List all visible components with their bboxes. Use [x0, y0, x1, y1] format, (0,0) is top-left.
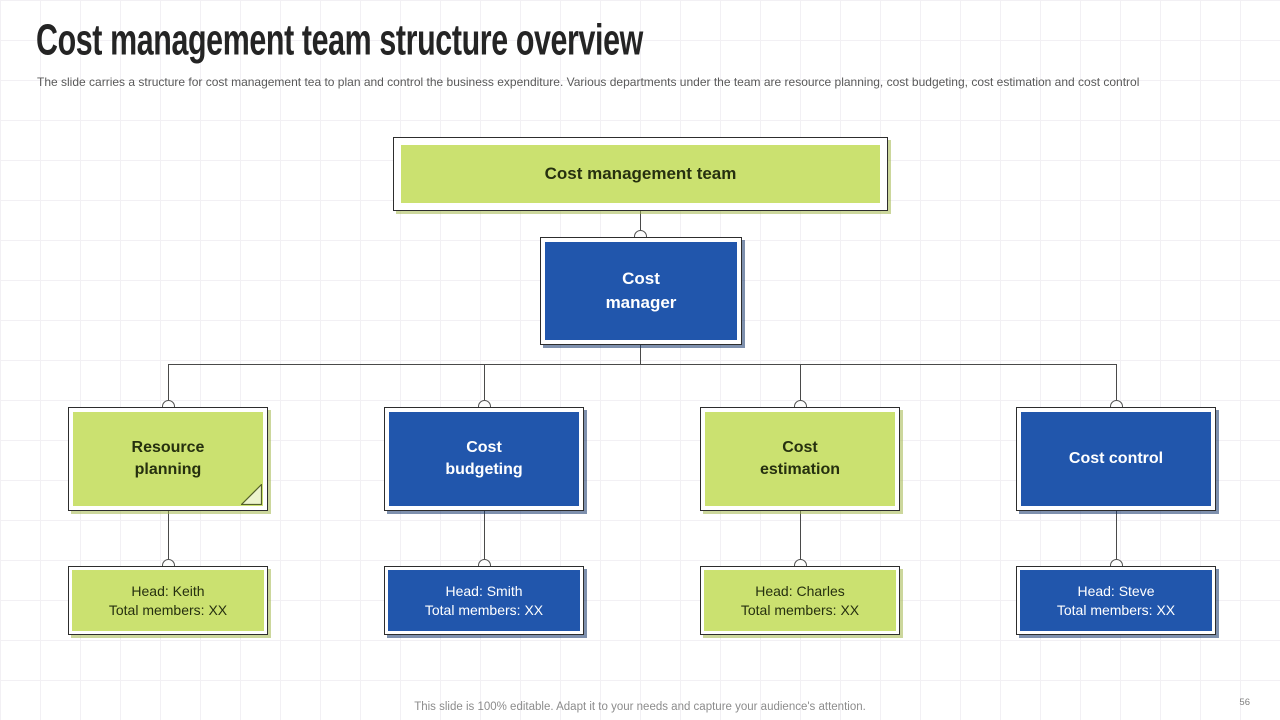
org-node-label: Resource planning — [131, 438, 205, 478]
page-number: 56 — [1239, 697, 1250, 708]
org-node-head-smith: Head: Smith Total members: XX — [384, 566, 584, 635]
folded-corner-icon — [241, 484, 262, 505]
connector-line — [640, 211, 641, 230]
org-node-resource-planning: Resource planning — [68, 407, 268, 511]
org-node-cost-manager: Cost manager — [540, 237, 742, 345]
connector-line — [484, 511, 485, 559]
connector-line — [1116, 364, 1117, 400]
org-node-cost-management-team: Cost management team — [393, 137, 888, 211]
org-node-label: Cost estimation — [759, 438, 840, 478]
org-node-label: Head: Steve Total members: XX — [1056, 582, 1176, 618]
org-node-label: Cost manager — [605, 269, 677, 312]
connector-line — [800, 511, 801, 559]
org-node-label: Head: Smith Total members: XX — [424, 582, 544, 618]
org-node-head-steve: Head: Steve Total members: XX — [1016, 566, 1216, 635]
org-node-fill: Head: Smith Total members: XX — [388, 570, 580, 631]
connector-line — [640, 345, 641, 364]
connector-line — [800, 364, 801, 400]
org-node-fill: Head: Keith Total members: XX — [72, 570, 264, 631]
org-node-fill: Cost manager — [545, 242, 737, 340]
org-node-head-keith: Head: Keith Total members: XX — [68, 566, 268, 635]
org-node-label: Head: Keith Total members: XX — [108, 582, 228, 618]
org-node-label: Cost management team — [544, 164, 737, 184]
org-node-cost-control: Cost control — [1016, 407, 1216, 511]
page-subtitle: The slide carries a structure for cost m… — [37, 75, 1140, 89]
org-node-fill: Cost management team — [401, 145, 880, 203]
page-title: Cost management team structure overview — [36, 16, 643, 65]
connector-line — [168, 511, 169, 559]
org-node-fill: Head: Steve Total members: XX — [1020, 570, 1212, 631]
org-node-fill: Cost estimation — [705, 412, 895, 506]
org-node-label: Cost budgeting — [445, 438, 523, 478]
connector-line — [168, 364, 1116, 365]
org-node-cost-budgeting: Cost budgeting — [384, 407, 584, 511]
org-node-cost-estimation: Cost estimation — [700, 407, 900, 511]
connector-line — [1116, 511, 1117, 559]
org-node-fill: Cost control — [1021, 412, 1211, 506]
org-node-label: Head: Charles Total members: XX — [740, 582, 860, 618]
org-node-fill: Head: Charles Total members: XX — [704, 570, 896, 631]
org-node-head-charles: Head: Charles Total members: XX — [700, 566, 900, 635]
connector-line — [168, 364, 169, 400]
org-node-fill: Resource planning — [73, 412, 263, 506]
footer-note: This slide is 100% editable. Adapt it to… — [414, 701, 866, 713]
connector-line — [484, 364, 485, 400]
org-node-fill: Cost budgeting — [389, 412, 579, 506]
org-node-label: Cost control — [1068, 449, 1164, 467]
